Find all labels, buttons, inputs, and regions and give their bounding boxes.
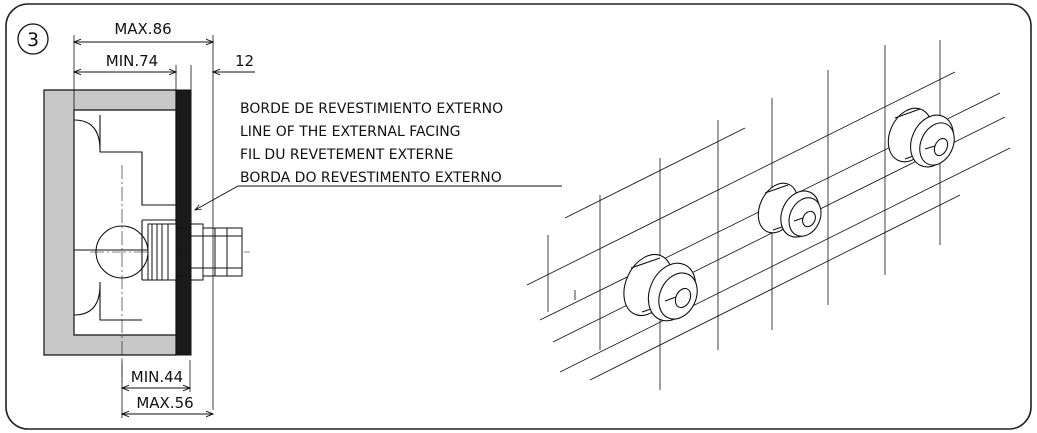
- box-body: [73, 109, 177, 321]
- label-en: LINE OF THE EXTERNAL FACING: [240, 124, 461, 140]
- fitting-iso-1: [623, 253, 698, 322]
- fitting-iso-3: [887, 107, 955, 168]
- step-badge: 3: [17, 23, 49, 55]
- facing-label: BORDE DE REVESTIMIENTO EXTERNO LINE OF T…: [195, 101, 562, 210]
- dim-min74: MIN.74: [106, 52, 158, 70]
- outer-frame: [5, 3, 1032, 430]
- wall-cavity: [43, 89, 177, 356]
- dim-min44: MIN.44: [131, 368, 183, 386]
- step-number: 3: [27, 29, 39, 51]
- leader-line: [195, 185, 562, 210]
- dim-12: 12: [235, 52, 254, 70]
- fitting-iso-2: [757, 182, 822, 238]
- label-pt: BORDA DO REVESTIMENTO EXTERNO: [240, 170, 502, 186]
- fitting: [147, 223, 243, 281]
- external-facing: [175, 89, 192, 356]
- dim-max86: MAX.86: [114, 20, 171, 38]
- section-view: MAX.86 MIN.74 12 MIN.44 MAX.56: [43, 20, 255, 418]
- dim-max56: MAX.56: [136, 394, 193, 412]
- label-es: BORDE DE REVESTIMIENTO EXTERNO: [240, 101, 503, 117]
- label-fr: FIL DU REVETEMENT EXTERNE: [240, 147, 453, 163]
